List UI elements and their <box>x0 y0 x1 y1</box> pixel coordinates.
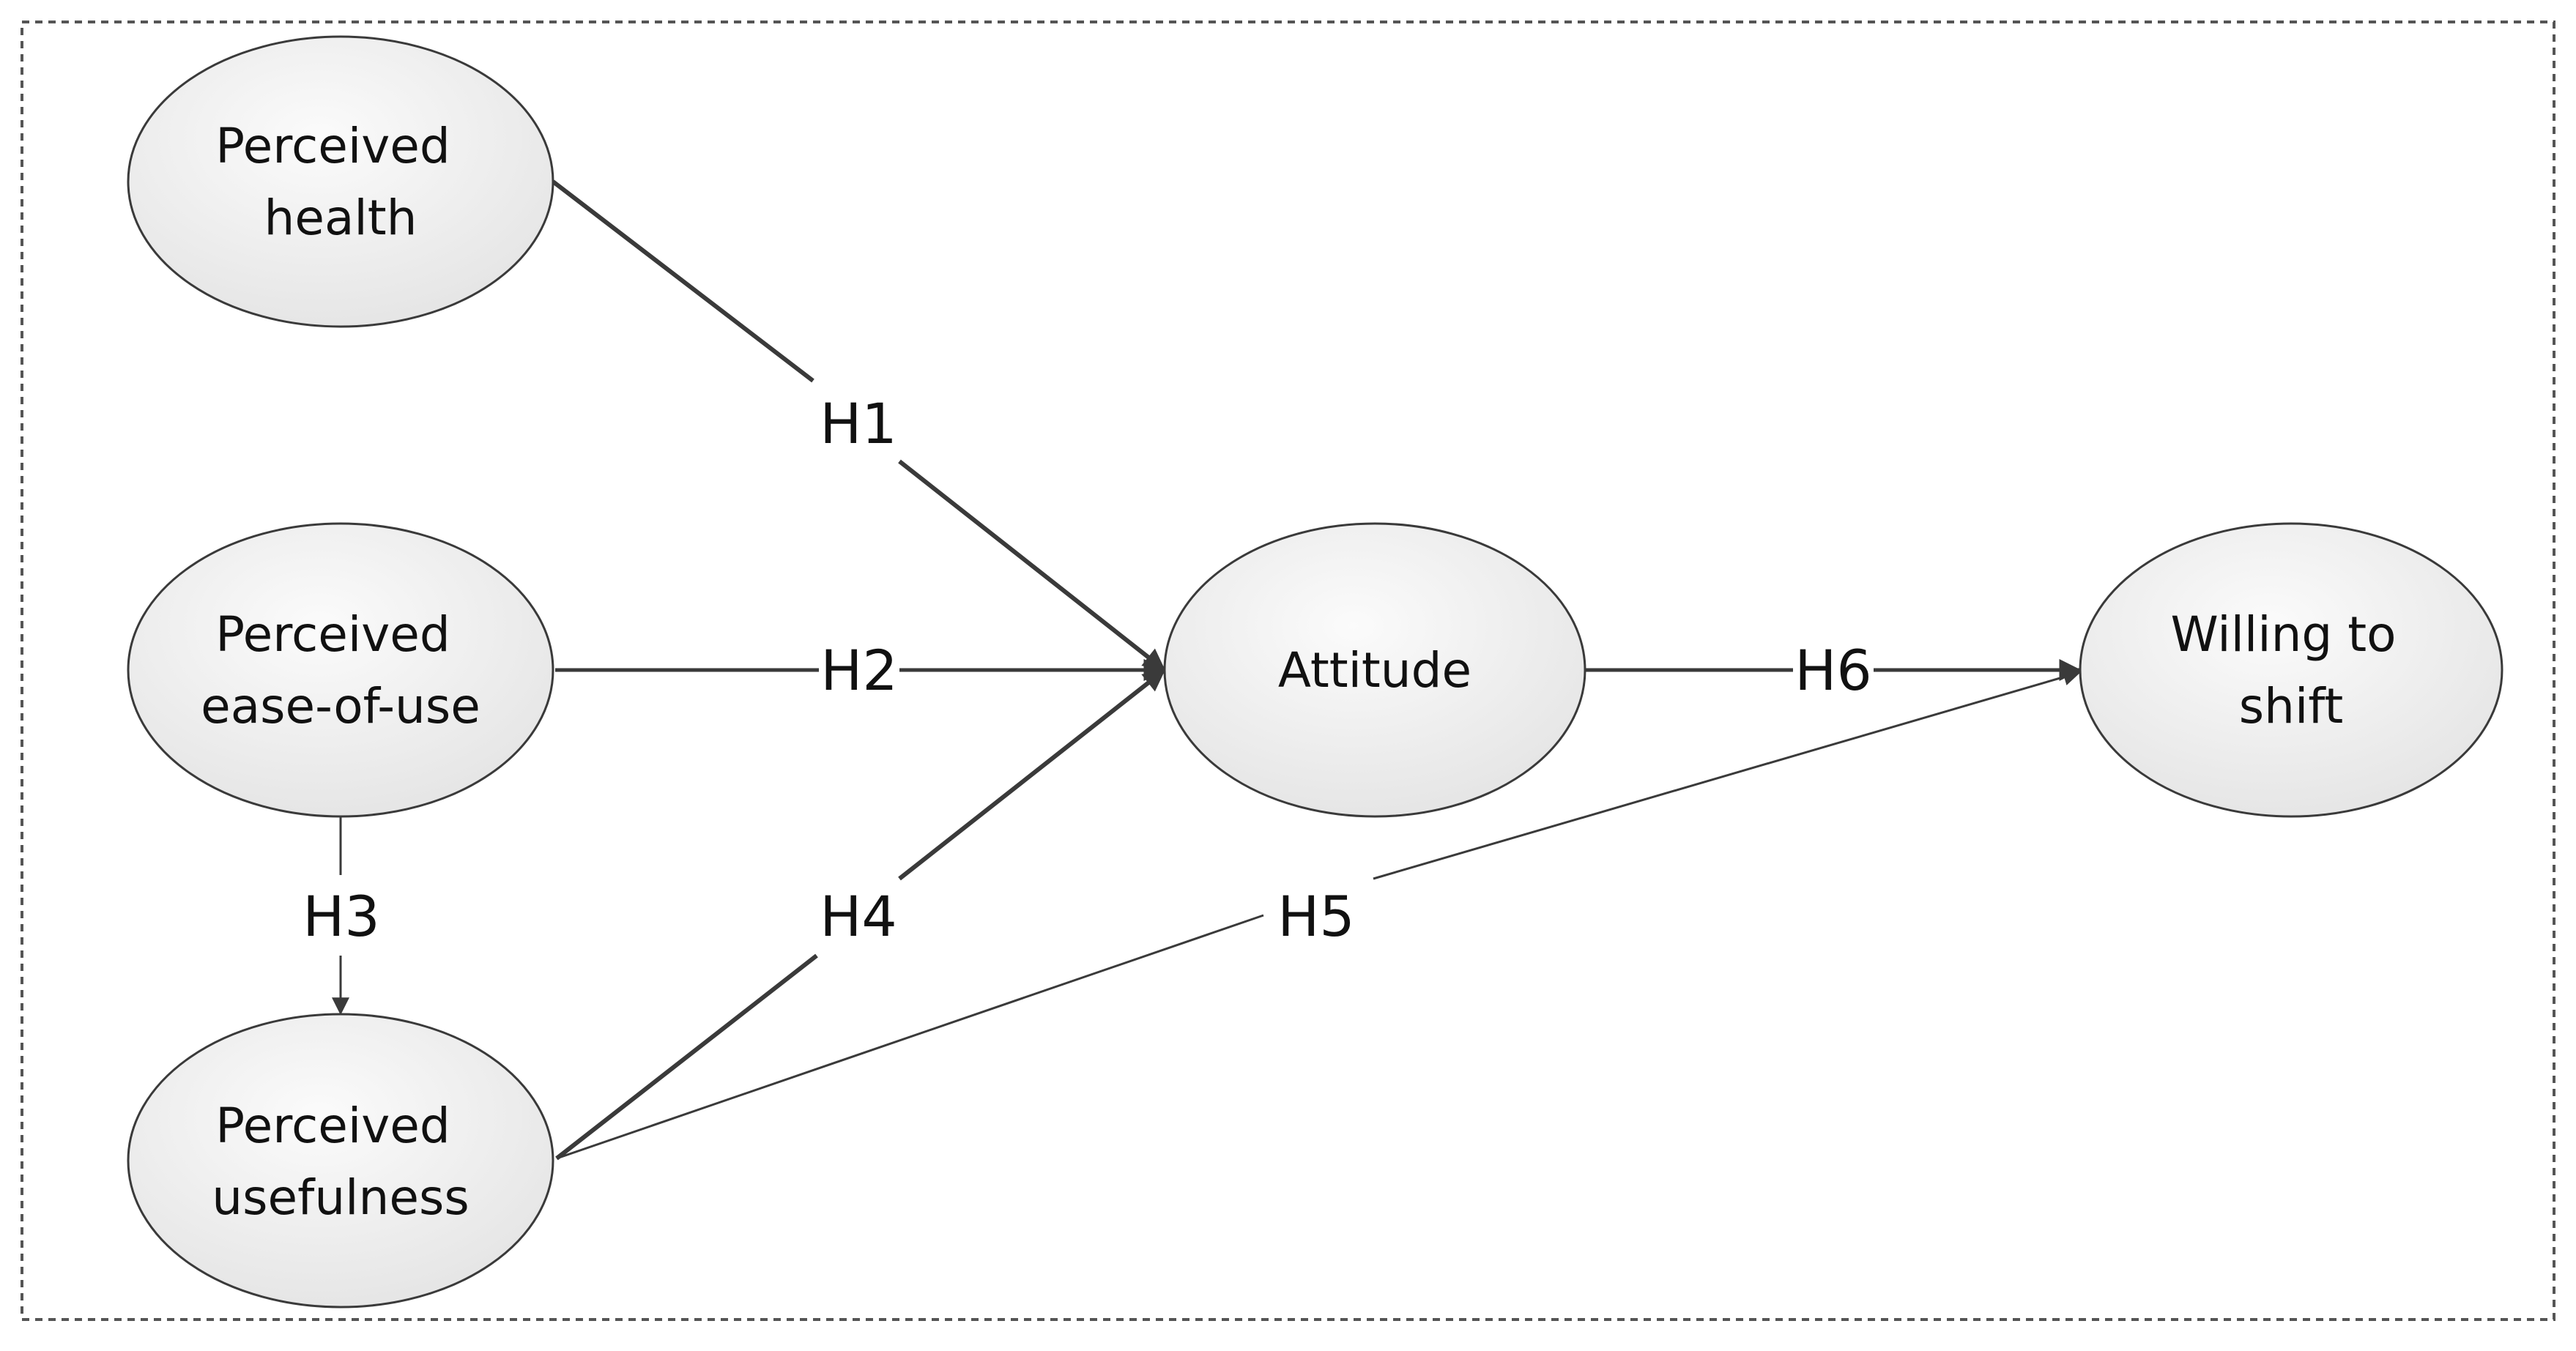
node-perceived-usefulness: Perceived usefulness <box>127 1013 554 1309</box>
node-perceived-health-line-1: Perceived <box>215 118 450 174</box>
node-attitude: Attitude <box>1163 522 1586 818</box>
node-perceived-ease-of-use-line-2: ease-of-use <box>201 678 480 734</box>
diagram-frame <box>21 21 2555 1321</box>
node-perceived-health: Perceived health <box>127 35 554 328</box>
edge-label-h4: H4 <box>820 884 897 949</box>
edge-h5-segment-2 <box>1373 668 2082 880</box>
edge-h5-segment-1 <box>556 914 1264 1160</box>
svg-text:Perceived health: Perceived health <box>215 118 466 246</box>
node-perceived-health-line-2: health <box>264 190 417 246</box>
svg-text:Attitude: Attitude <box>1278 642 1471 699</box>
svg-text:Willing to shift: Willing to shift <box>2170 606 2411 734</box>
svg-text:Perceived ease-of-use: Perceived ease-of-use <box>201 606 480 734</box>
node-perceived-ease-of-use-line-1: Perceived <box>215 606 450 663</box>
node-perceived-usefulness-line-2: usefulness <box>212 1169 469 1226</box>
edge-label-h3: H3 <box>302 884 380 949</box>
edge-label-h2: H2 <box>820 638 898 703</box>
node-willing-to-shift: Willing to shift <box>2079 522 2503 818</box>
edge-h4-segment-2 <box>898 668 1166 881</box>
edge-h1-segment-1 <box>552 179 814 383</box>
edge-h1-segment-2 <box>898 459 1166 672</box>
node-attitude-line-1: Attitude <box>1278 642 1471 699</box>
node-willing-to-shift-line-1: Willing to <box>2170 606 2396 663</box>
edge-label-h5: H5 <box>1277 884 1355 949</box>
node-willing-to-shift-line-2: shift <box>2239 678 2344 734</box>
edge-label-h6: H6 <box>1794 638 1872 703</box>
node-perceived-usefulness-line-1: Perceived <box>215 1098 450 1154</box>
svg-text:Perceived usefulness: Perceived usefulness <box>212 1098 469 1226</box>
edge-label-h1: H1 <box>820 391 897 456</box>
node-perceived-ease-of-use: Perceived ease-of-use <box>127 522 554 818</box>
edge-h4-segment-1 <box>555 953 818 1161</box>
